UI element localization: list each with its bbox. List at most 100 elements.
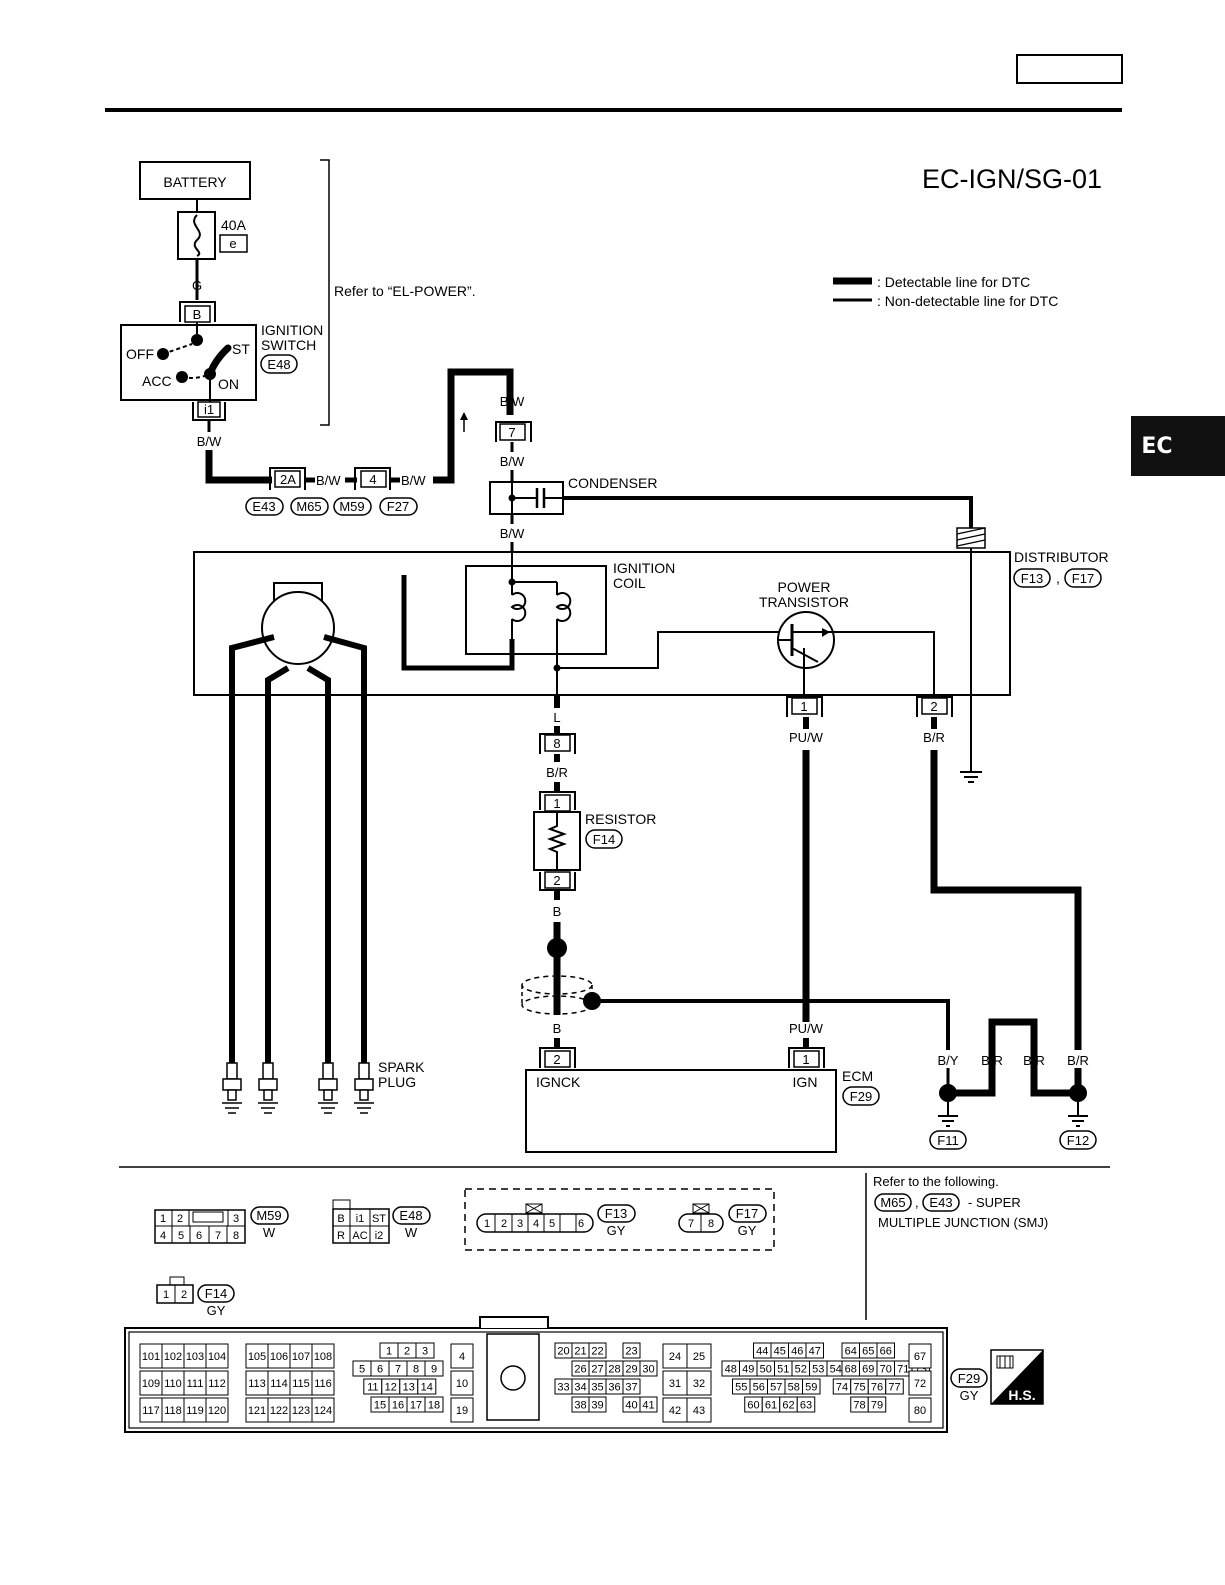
distributor-connector-f17: F17: [1072, 571, 1094, 586]
ecm-pin-number: 74: [836, 1382, 848, 1394]
f14-pin: 1: [163, 1289, 169, 1301]
ecm-pin-cell: [311, 1397, 335, 1423]
resistor-pin-1: 1: [553, 796, 560, 811]
ecm-pin-number: 119: [186, 1405, 204, 1417]
ecm-pin-cell: [908, 1343, 932, 1369]
ecm-pin-cell: [639, 1360, 658, 1377]
spark-plug-label1: SPARK: [378, 1059, 425, 1075]
m59-pin: 1: [160, 1213, 166, 1225]
ecm-pin-number: 5: [359, 1364, 365, 1376]
ecm-pin-number: 7: [395, 1364, 401, 1376]
ecm-pin-number: 121: [248, 1405, 266, 1417]
ecm-pin-number: 11: [367, 1382, 378, 1394]
spark-plug-label2: PLUG: [378, 1074, 416, 1090]
resistor-connector: F14: [593, 832, 615, 847]
connector-m59-face: 1 2 3 4 5 6 7 8: [154, 1209, 246, 1244]
ecm-ign: IGN: [793, 1074, 818, 1090]
ecm-pin-number: 25: [693, 1351, 705, 1363]
wire-br-resistor: B/R: [546, 765, 568, 780]
ecm-pin-number: 32: [693, 1378, 705, 1390]
ignition-coil-label2: COIL: [613, 575, 646, 591]
coil-secondary-icon: [555, 592, 572, 622]
ecm-pin-number: 106: [270, 1351, 288, 1363]
ecm-pin-number: 2: [404, 1346, 410, 1358]
distributor-rotor: [261, 591, 335, 665]
ecm-pin-cell: [796, 1396, 816, 1413]
connector-e48-color: W: [405, 1225, 418, 1240]
f13-pin: 3: [517, 1218, 523, 1230]
ecm-pin-number: 62: [782, 1400, 794, 1412]
e48-pin: i2: [375, 1230, 384, 1242]
ecm-label: ECM: [842, 1068, 873, 1084]
e48-pin: R: [337, 1230, 345, 1242]
ecm-pin-number: 69: [862, 1364, 874, 1376]
wire-b-top: B: [553, 904, 562, 919]
ecm-pin-number: 40: [625, 1400, 637, 1412]
connector-m59-color: W: [263, 1225, 276, 1240]
diagram-code: EC-IGN/SG-01: [922, 164, 1102, 194]
hs-badge-label: H.S.: [1008, 1387, 1035, 1403]
ecm-pin-number: 66: [880, 1346, 892, 1358]
ecm-pin-number: 101: [142, 1351, 160, 1363]
switch-pin-i1: i1: [204, 402, 214, 417]
smj-pin-4: 4: [369, 472, 376, 487]
f14-pin: 2: [181, 1289, 187, 1301]
ecm-pin-cell: [639, 1396, 658, 1413]
ecm-pin-number: 45: [774, 1346, 786, 1358]
section-tab: EC: [1131, 416, 1225, 476]
ecm-pin-number: 17: [410, 1400, 422, 1412]
dist-pin-1: 1: [800, 699, 807, 714]
ecm-pin-cell: [424, 1396, 444, 1413]
ecm-pin-number: 105: [248, 1351, 266, 1363]
ecm-pin-number: 33: [557, 1382, 569, 1394]
wire-b-bottom: B: [553, 1021, 562, 1036]
ecm-pin-number: 39: [591, 1400, 603, 1412]
ecm-pin-number: 27: [591, 1364, 603, 1376]
ecm-pin-number: 46: [791, 1346, 803, 1358]
condenser-label: CONDENSER: [568, 475, 657, 491]
smj-pin-2a: 2A: [280, 472, 296, 487]
e48-pin: AC: [352, 1230, 367, 1242]
switch-on: ON: [218, 376, 239, 392]
ecm-pin-number: 120: [208, 1405, 226, 1417]
switch-st: ST: [232, 341, 250, 357]
refer-power: Refer to “EL-POWER”.: [334, 283, 476, 299]
wire-by: B/Y: [938, 1053, 959, 1068]
ecm-pin-cell: [205, 1397, 229, 1423]
connector-e48-face: B i1 ST R AC i2: [332, 1199, 390, 1244]
smj-connector-f27: F27: [387, 499, 409, 514]
ecm-pin-number: 16: [392, 1400, 404, 1412]
ecm-pin-number: 26: [574, 1364, 586, 1376]
ecm-pin-number: 109: [142, 1378, 160, 1390]
ecm-pin-number: 60: [747, 1400, 759, 1412]
ecm-pin-number: 67: [914, 1351, 926, 1363]
legend-non-detectable: : Non-detectable line for DTC: [877, 293, 1058, 309]
ecm-pin-number: 6: [377, 1364, 383, 1376]
ecm-pin-cell: [311, 1343, 335, 1369]
ecm-pin-cell: [415, 1342, 435, 1359]
wire-br-g3: B/R: [1067, 1053, 1089, 1068]
ecm-pin-cell: [662, 1370, 688, 1396]
ecm-pin-number: 114: [270, 1378, 288, 1390]
ecm-pin-number: 59: [805, 1382, 817, 1394]
switch-pin-b: B: [193, 307, 202, 322]
wire-bw-4: B/W: [401, 473, 426, 488]
ecm-pin-number: 113: [248, 1378, 266, 1390]
refer-following-line2: - SUPER: [968, 1195, 1021, 1210]
ecm-pin-cell: [686, 1370, 712, 1396]
smj-connector-e43: E43: [252, 499, 275, 514]
ecm-ignck: IGNCK: [536, 1074, 581, 1090]
ecm-pin-number: 75: [853, 1382, 865, 1394]
refer-following-line1: Refer to the following.: [873, 1174, 999, 1189]
ecm-pin-number: 64: [845, 1346, 857, 1358]
f17-pin: 7: [688, 1218, 694, 1230]
power-transistor-label2: TRANSISTOR: [759, 594, 849, 610]
ecm-pin-cell: [205, 1343, 229, 1369]
f13-pin: 6: [578, 1218, 584, 1230]
ecm-pin-1: 1: [802, 1052, 809, 1067]
ecm-pin-number: 38: [574, 1400, 586, 1412]
ecm-pin-number: 44: [756, 1346, 768, 1358]
refer-following-sep: ,: [915, 1195, 919, 1210]
ecm-pin-number: 51: [777, 1364, 789, 1376]
ecm-pin-number: 76: [871, 1382, 883, 1394]
